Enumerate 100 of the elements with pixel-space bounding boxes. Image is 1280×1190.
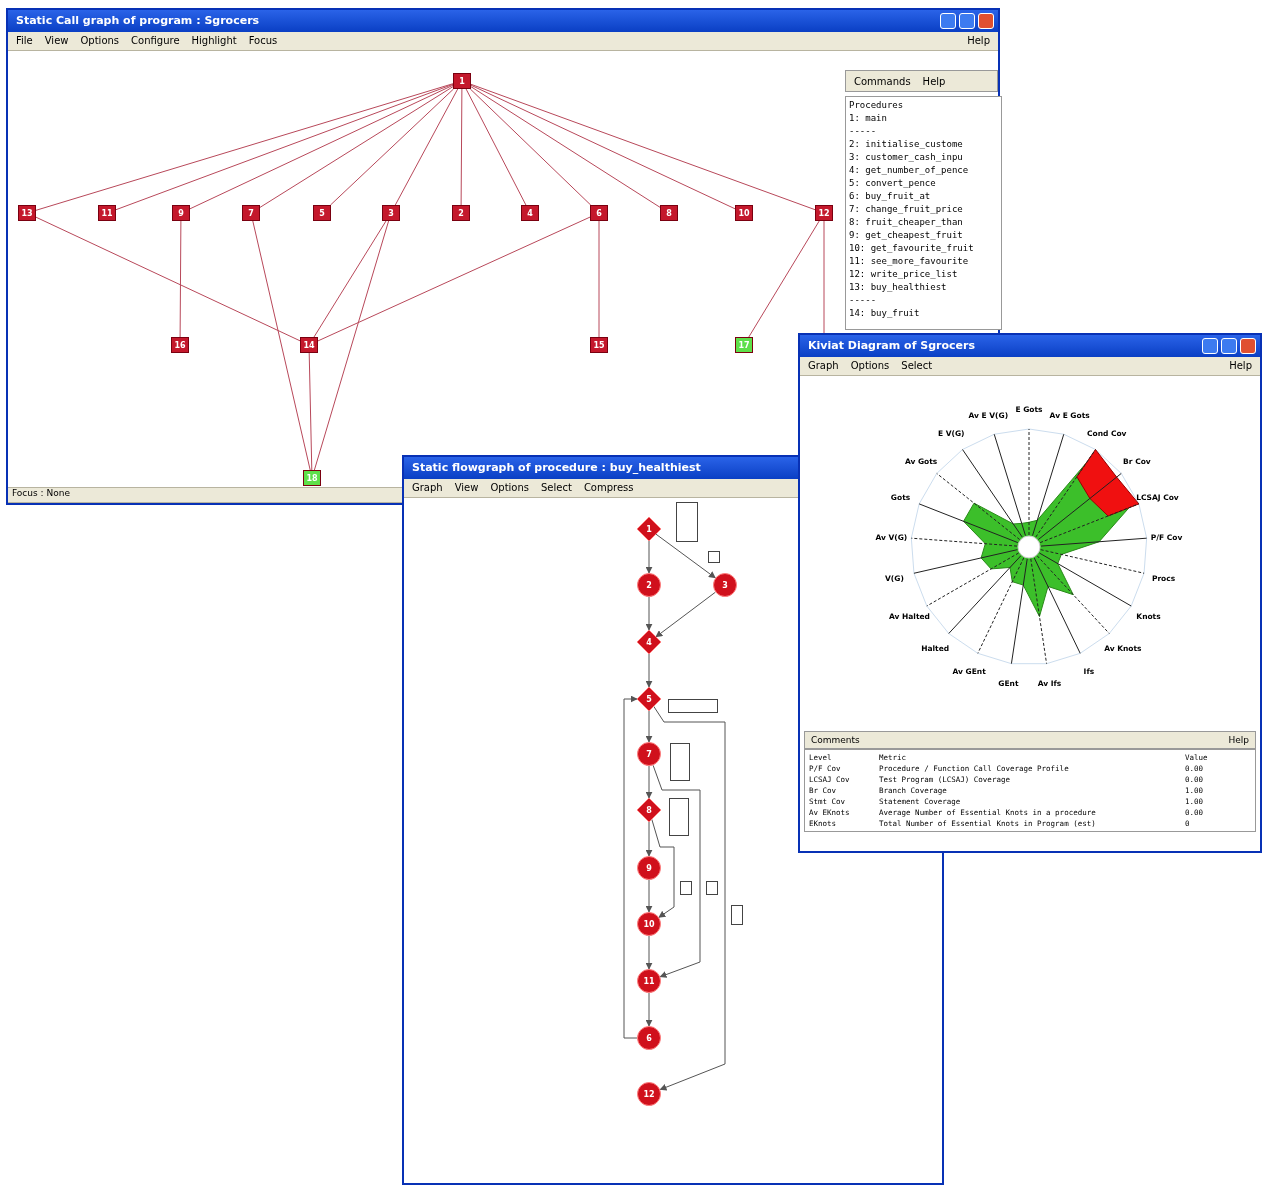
- function-box: 3: [382, 205, 400, 221]
- connector-line: [748, 220, 820, 338]
- function-box: 10: [735, 205, 753, 221]
- connector-line: [317, 216, 591, 342]
- list-item: 10: get_favourite_fruit: [849, 242, 975, 255]
- arrow: [645, 653, 653, 688]
- menu-item: View: [44, 35, 69, 46]
- function-box: 14: [300, 337, 318, 353]
- connector-line: [394, 88, 459, 206]
- menu-item: Select: [901, 360, 933, 371]
- menu-item: File: [16, 35, 33, 46]
- arrow: [651, 818, 675, 918]
- connector-line: [465, 88, 527, 206]
- arrow: [645, 540, 653, 574]
- connector-line: [460, 88, 463, 206]
- function-box: 11: [98, 205, 116, 221]
- arrow: [655, 591, 716, 638]
- function-box: 15: [590, 337, 608, 353]
- connector-line: [259, 86, 454, 208]
- connector-line: [308, 352, 313, 471]
- menu-item: View: [454, 482, 479, 493]
- function-box: 7: [242, 205, 260, 221]
- decision-diamond: 4: [637, 630, 661, 654]
- process-circle: 10: [637, 912, 661, 936]
- list-item: 14: buy_fruit: [849, 307, 921, 320]
- kiviat-dialog: [798, 333, 1262, 853]
- annotation-box: [708, 551, 720, 563]
- arrow: [645, 879, 653, 913]
- list-item: 2: initialise_custome: [849, 138, 964, 151]
- list-item: 6: buy_fruit_at: [849, 190, 932, 203]
- function-box: 2: [452, 205, 470, 221]
- list-item: 3: customer_cash_inpu: [849, 151, 964, 164]
- function-box: 18: [303, 470, 321, 486]
- list-item: 12: write_price_list: [849, 268, 959, 281]
- function-box: 4: [521, 205, 539, 221]
- window-title: Kiviat Diagram of Sgrocers: [808, 339, 975, 352]
- function-box: 12: [815, 205, 833, 221]
- window-title: Static flowgraph of procedure : buy_healthiest: [412, 461, 701, 474]
- menu-item: Options: [80, 35, 120, 46]
- menu-item: Options: [850, 360, 890, 371]
- arrow: [653, 705, 726, 1091]
- arrow: [623, 695, 638, 1039]
- annotation-box: [670, 743, 690, 781]
- decision-diamond: 1: [637, 517, 661, 541]
- connector-line: [330, 88, 454, 206]
- function-box: 6: [590, 205, 608, 221]
- decision-diamond: 5: [637, 687, 661, 711]
- menu-item: Options: [490, 482, 529, 493]
- connector-line: [189, 84, 454, 210]
- menu-item: Compress: [583, 482, 634, 493]
- menu-item: Graph: [412, 482, 443, 493]
- list-item: 5: convert_pence: [849, 177, 937, 190]
- menu-item: Help: [967, 35, 990, 46]
- list-item: 7: change_fruit_price: [849, 203, 964, 216]
- decision-diamond: 8: [637, 798, 661, 822]
- connector-line: [179, 220, 182, 338]
- connector-line: [35, 216, 301, 342]
- arrow: [645, 821, 653, 857]
- function-box: 13: [18, 205, 36, 221]
- process-circle: 2: [637, 573, 661, 597]
- annotation-box: [668, 699, 718, 713]
- menu-item: Comments: [811, 735, 860, 745]
- list-item: 4: get_number_of_pence: [849, 164, 970, 177]
- menu-item: Commands: [854, 75, 911, 87]
- annotation-box: [680, 881, 692, 895]
- process-circle: 12: [637, 1082, 661, 1106]
- function-box: 1: [453, 73, 471, 89]
- connector-line: [470, 84, 736, 210]
- menu-item: Help: [1229, 360, 1252, 371]
- connector-line: [313, 220, 387, 338]
- menu-item: Select: [541, 482, 572, 493]
- arrow: [652, 764, 701, 978]
- annotation-box: [731, 905, 743, 925]
- connector-line: [313, 220, 390, 471]
- list-item: 8: fruit_cheaper_than: [849, 216, 964, 229]
- connector-line: [252, 220, 311, 471]
- connector-line: [823, 220, 825, 336]
- list-item: 11: see_more_favourite: [849, 255, 970, 268]
- arrow: [645, 596, 653, 631]
- function-box: 9: [172, 205, 190, 221]
- process-circle: 3: [713, 573, 737, 597]
- arrow: [645, 710, 653, 743]
- function-box: 8: [660, 205, 678, 221]
- panel-heading: Procedures: [849, 99, 905, 112]
- connector-line: [115, 83, 454, 211]
- list-item: 9: get_cheapest_fruit: [849, 229, 964, 242]
- process-circle: 11: [637, 969, 661, 993]
- connector-line: [598, 220, 600, 338]
- list-item: -----: [849, 125, 878, 138]
- arrow: [645, 765, 653, 799]
- annotation-box: [669, 798, 689, 836]
- arrow: [645, 935, 653, 970]
- menu-item: Highlight: [191, 35, 237, 46]
- function-box: 16: [171, 337, 189, 353]
- arrow: [645, 992, 653, 1027]
- list-item: -----: [849, 294, 878, 307]
- list-item: 13: buy_healthiest: [849, 281, 948, 294]
- menu-item: Help: [922, 75, 946, 87]
- annotation-box: [706, 881, 718, 895]
- connector-line: [469, 88, 592, 206]
